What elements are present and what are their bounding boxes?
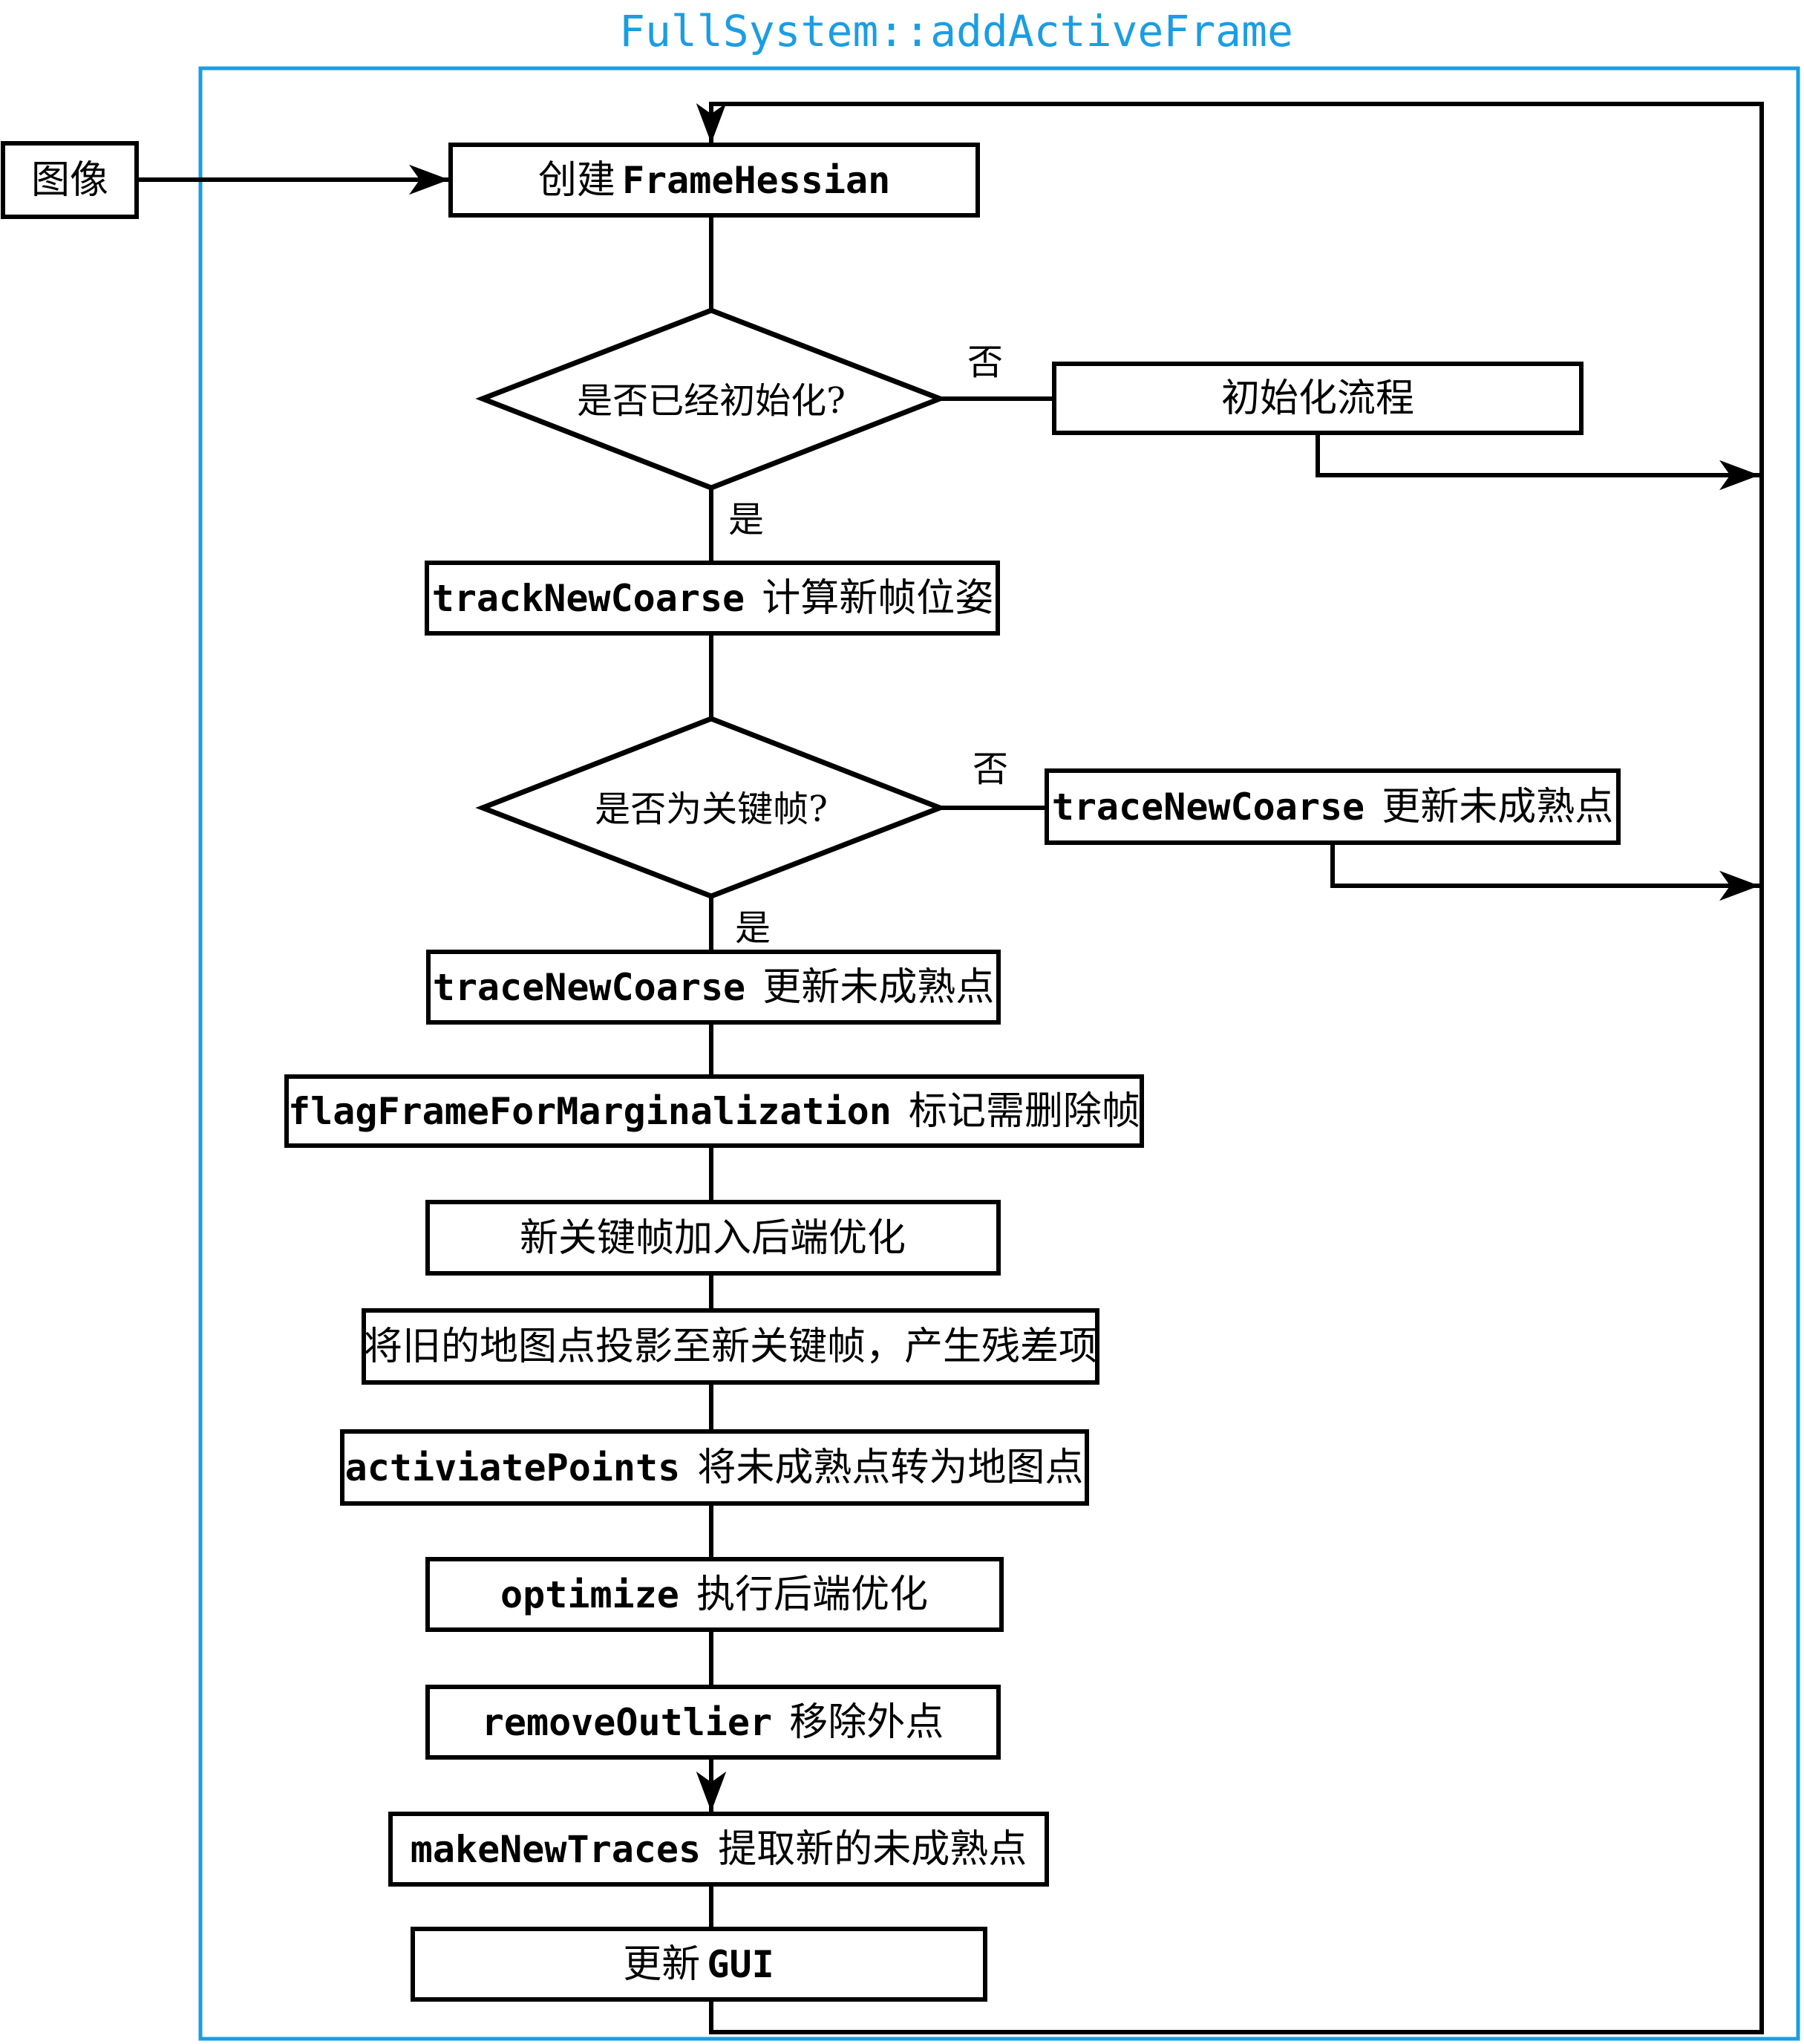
optimize-label: optimize 执行后端优化 xyxy=(500,1573,928,1617)
flag-frame-zh: 标记需删除帧 xyxy=(909,1089,1140,1134)
node-trace-new-coarse-no-branch: traceNewCoarse 更新未成熟点 xyxy=(1045,768,1621,845)
node-image-input: 图像 xyxy=(1,141,139,219)
trace-new-coarse-no-branch-code: traceNewCoarse xyxy=(1052,786,1365,829)
check-initialized-diamond xyxy=(475,307,947,491)
remove-outlier-zh: 移除外点 xyxy=(789,1700,944,1745)
init-flow-zh: 初始化流程 xyxy=(1221,376,1414,421)
optimize-code: optimize xyxy=(500,1573,679,1616)
trace-new-coarse-keyframe-label: traceNewCoarse 更新未成熟点 xyxy=(433,965,995,1010)
activate-points-label: activiatePoints 将未成熟点转为地图点 xyxy=(345,1446,1084,1490)
node-optimize: optimize 执行后端优化 xyxy=(425,1557,1004,1632)
connector-trace-no-to-loop xyxy=(1330,843,1759,901)
optimize-zh: 执行后端优化 xyxy=(696,1573,928,1617)
node-remove-outlier: removeOutlier 移除外点 xyxy=(425,1685,1001,1760)
add-keyframe-zh: 新关键帧加入后端优化 xyxy=(520,1216,906,1261)
project-old-points-zh: 将旧的地图点投影至新关键帧，产生残差项 xyxy=(364,1325,1097,1369)
trace-new-coarse-keyframe-zh: 更新未成熟点 xyxy=(762,965,994,1010)
node-trace-new-coarse-keyframe: traceNewCoarse 更新未成熟点 xyxy=(426,950,1001,1025)
make-new-traces-code: makeNewTraces xyxy=(411,1828,701,1871)
update-gui-label: 更新 GUI xyxy=(623,1942,774,1987)
node-make-new-traces: makeNewTraces 提取新的未成熟点 xyxy=(388,1812,1049,1887)
make-new-traces-label: makeNewTraces 提取新的未成熟点 xyxy=(411,1827,1027,1872)
init-flow-box xyxy=(1052,362,1584,435)
remove-outlier-box xyxy=(425,1685,1001,1760)
node-flag-frame-for-marginalization: flagFrameForMarginalization 标记需删除帧 xyxy=(284,1074,1144,1148)
image-input-zh: 图像 xyxy=(31,158,108,203)
track-new-coarse-label: trackNewCoarse 计算新帧位姿 xyxy=(432,576,994,621)
node-check-initialized: 是否已经初始化? xyxy=(475,307,947,491)
update-gui-code: GUI xyxy=(707,1943,774,1986)
check-keyframe-label: 是否为关键帧? xyxy=(595,788,828,830)
remove-outlier-code: removeOutlier xyxy=(482,1701,772,1744)
activate-points-box xyxy=(340,1429,1089,1506)
check-initialized-label: 是否已经初始化? xyxy=(577,380,846,422)
image-input-label: 图像 xyxy=(31,158,108,203)
node-track-new-coarse: trackNewCoarse 计算新帧位姿 xyxy=(425,561,1000,636)
track-new-coarse-box xyxy=(425,561,1000,636)
node-activate-points: activiatePoints 将未成熟点转为地图点 xyxy=(340,1429,1089,1506)
trace-new-coarse-no-branch-zh: 更新未成熟点 xyxy=(1382,785,1613,829)
create-frame-hessian-code: FrameHessian xyxy=(622,159,890,202)
track-new-coarse-zh: 计算新帧位姿 xyxy=(762,576,993,621)
trace-new-coarse-keyframe-box xyxy=(426,950,1001,1025)
image-input-box xyxy=(1,141,139,219)
add-keyframe-box xyxy=(425,1200,1001,1276)
create-frame-hessian-box xyxy=(448,143,980,218)
loop-back-connector xyxy=(696,102,1764,2034)
branch-label-no-keyframe: 否 xyxy=(973,748,1008,790)
node-check-keyframe: 是否为关键帧? xyxy=(475,716,947,899)
update-gui-box xyxy=(411,1927,987,2002)
add-keyframe-label: 新关键帧加入后端优化 xyxy=(520,1216,906,1261)
remove-outlier-label: removeOutlier 移除外点 xyxy=(482,1700,944,1745)
branch-label-no-init: 否 xyxy=(967,342,1003,383)
project-old-points-box xyxy=(362,1308,1099,1385)
create-frame-hessian-zh: 创建 xyxy=(538,158,615,203)
branch-label-yes-keyframe: 是 xyxy=(735,907,771,949)
activate-points-zh: 将未成熟点转为地图点 xyxy=(697,1446,1083,1490)
track-new-coarse-code: trackNewCoarse xyxy=(432,577,745,620)
update-gui-zh: 更新 xyxy=(623,1942,700,1987)
check-keyframe-diamond xyxy=(475,716,947,899)
flag-frame-box xyxy=(284,1074,1144,1148)
node-update-gui: 更新 GUI xyxy=(411,1927,987,2002)
diagram-title: FullSystem::addActiveFrame xyxy=(619,6,1293,56)
make-new-traces-zh: 提取新的未成熟点 xyxy=(718,1827,1027,1872)
project-old-points-label: 将旧的地图点投影至新关键帧，产生残差项 xyxy=(364,1325,1097,1369)
make-new-traces-box xyxy=(388,1812,1049,1887)
trace-new-coarse-no-branch-box xyxy=(1045,768,1621,845)
trace-new-coarse-keyframe-code: traceNewCoarse xyxy=(433,966,745,1009)
init-flow-label: 初始化流程 xyxy=(1221,376,1414,421)
node-add-keyframe-to-backend: 新关键帧加入后端优化 xyxy=(425,1200,1001,1276)
create-frame-hessian-label: 创建 FrameHessian xyxy=(538,158,890,203)
activate-points-code: activiatePoints xyxy=(345,1446,681,1489)
node-init-flow: 初始化流程 xyxy=(1052,362,1584,435)
trace-new-coarse-no-branch-label: traceNewCoarse 更新未成熟点 xyxy=(1052,785,1614,829)
flag-frame-label: flagFrameForMarginalization 标记需删除帧 xyxy=(288,1089,1140,1134)
branch-label-yes-init: 是 xyxy=(728,499,764,541)
node-create-frame-hessian: 创建 FrameHessian xyxy=(448,143,980,218)
flag-frame-code: flagFrameForMarginalization xyxy=(288,1090,892,1133)
node-project-old-points: 将旧的地图点投影至新关键帧，产生残差项 xyxy=(362,1308,1099,1385)
outer-frame-border xyxy=(198,66,1800,2041)
connector-init-flow-to-loop xyxy=(1316,433,1759,491)
optimize-box xyxy=(425,1557,1004,1632)
